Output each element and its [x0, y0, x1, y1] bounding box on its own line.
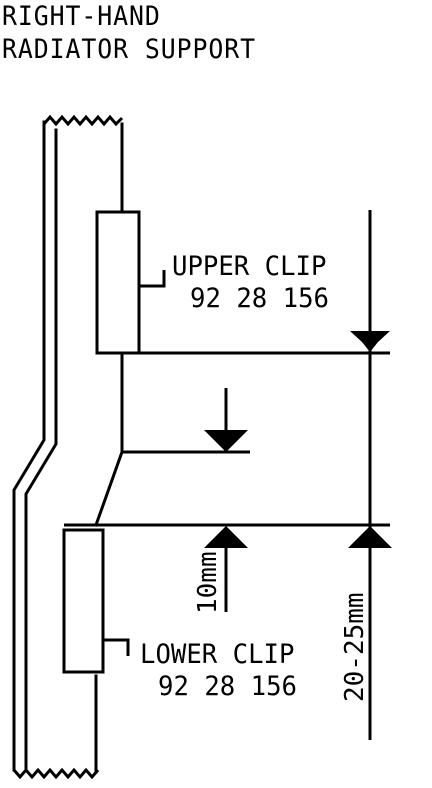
large-arrow-up	[348, 526, 392, 548]
dimension-20-25mm-label: 20-25mm	[340, 592, 370, 702]
diagram-title: RIGHT-HAND RADIATOR SUPPORT	[2, 0, 256, 66]
upper-clip-part-number: 92 28 156	[190, 283, 329, 314]
lower-clip-name: LOWER CLIP	[140, 639, 295, 670]
title-line-2: RADIATOR SUPPORT	[2, 34, 257, 65]
lower-clip-part-number: 92 28 156	[158, 671, 297, 702]
title-line-1: RIGHT-HAND	[2, 1, 161, 32]
break-line-bottom	[12, 767, 100, 780]
lower-clip	[62, 528, 105, 674]
upper-clip-leader	[140, 270, 166, 288]
upper-clip-name: UPPER CLIP	[172, 251, 327, 282]
upper-arrow-down	[350, 331, 390, 352]
break-line-top	[42, 114, 124, 127]
lower-clip-leader	[104, 638, 130, 656]
small-arrow-up	[204, 526, 248, 548]
dimension-10mm-label: 10mm	[193, 551, 223, 614]
mid-arrow-down	[204, 430, 248, 452]
upper-clip	[95, 210, 141, 355]
support-rail-inner	[24, 128, 58, 772]
support-rail-outer	[12, 120, 46, 772]
